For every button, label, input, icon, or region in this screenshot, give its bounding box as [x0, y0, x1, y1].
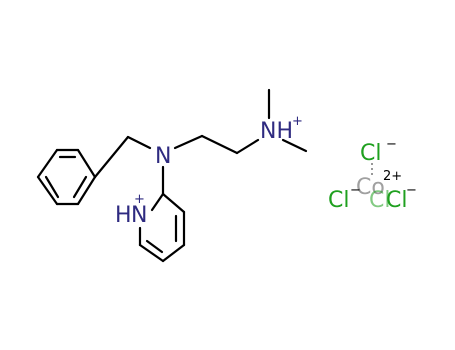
pyridinium-charge: +	[134, 192, 145, 207]
benzene-ring	[36, 148, 97, 206]
bond	[126, 135, 152, 150]
ammonium-nitrogen: NH	[260, 119, 293, 144]
bond	[93, 135, 130, 179]
chloride-4: Cl	[386, 188, 407, 213]
bond	[76, 175, 97, 206]
bond	[161, 192, 186, 214]
bond	[138, 243, 165, 263]
cobalt: Co	[356, 175, 385, 200]
pyridinium-nitrogen: N	[131, 203, 147, 228]
bond	[235, 138, 260, 155]
chloride-2: Cl	[328, 188, 349, 213]
pyridinium-hydrogen: H	[115, 203, 132, 228]
chloride-4-charge: −	[406, 183, 417, 198]
double-bond-inner	[145, 239, 164, 254]
bond	[36, 148, 59, 179]
double-bond-inner	[44, 175, 60, 199]
cobalt-charge: 2+	[383, 169, 402, 184]
bond	[161, 243, 186, 263]
chloride-1: Cl	[360, 141, 381, 166]
chloride-1-charge: −	[386, 137, 397, 152]
amine-nitrogen: N	[155, 144, 171, 169]
double-bond-inner	[72, 175, 88, 199]
chloride-3: Cl	[369, 188, 390, 213]
bond	[76, 148, 97, 179]
bond	[173, 134, 204, 150]
pyridinium-ring	[138, 192, 186, 263]
methyl-bond	[281, 138, 308, 153]
bond	[200, 134, 239, 155]
ammonium-charge: +	[292, 114, 303, 129]
bond	[36, 175, 59, 206]
tetrachlorocobaltate: Cl − Co 2+ Cl − Cl Cl −	[328, 137, 417, 213]
bond	[150, 192, 165, 212]
chloride-2-charge: −	[350, 183, 361, 198]
